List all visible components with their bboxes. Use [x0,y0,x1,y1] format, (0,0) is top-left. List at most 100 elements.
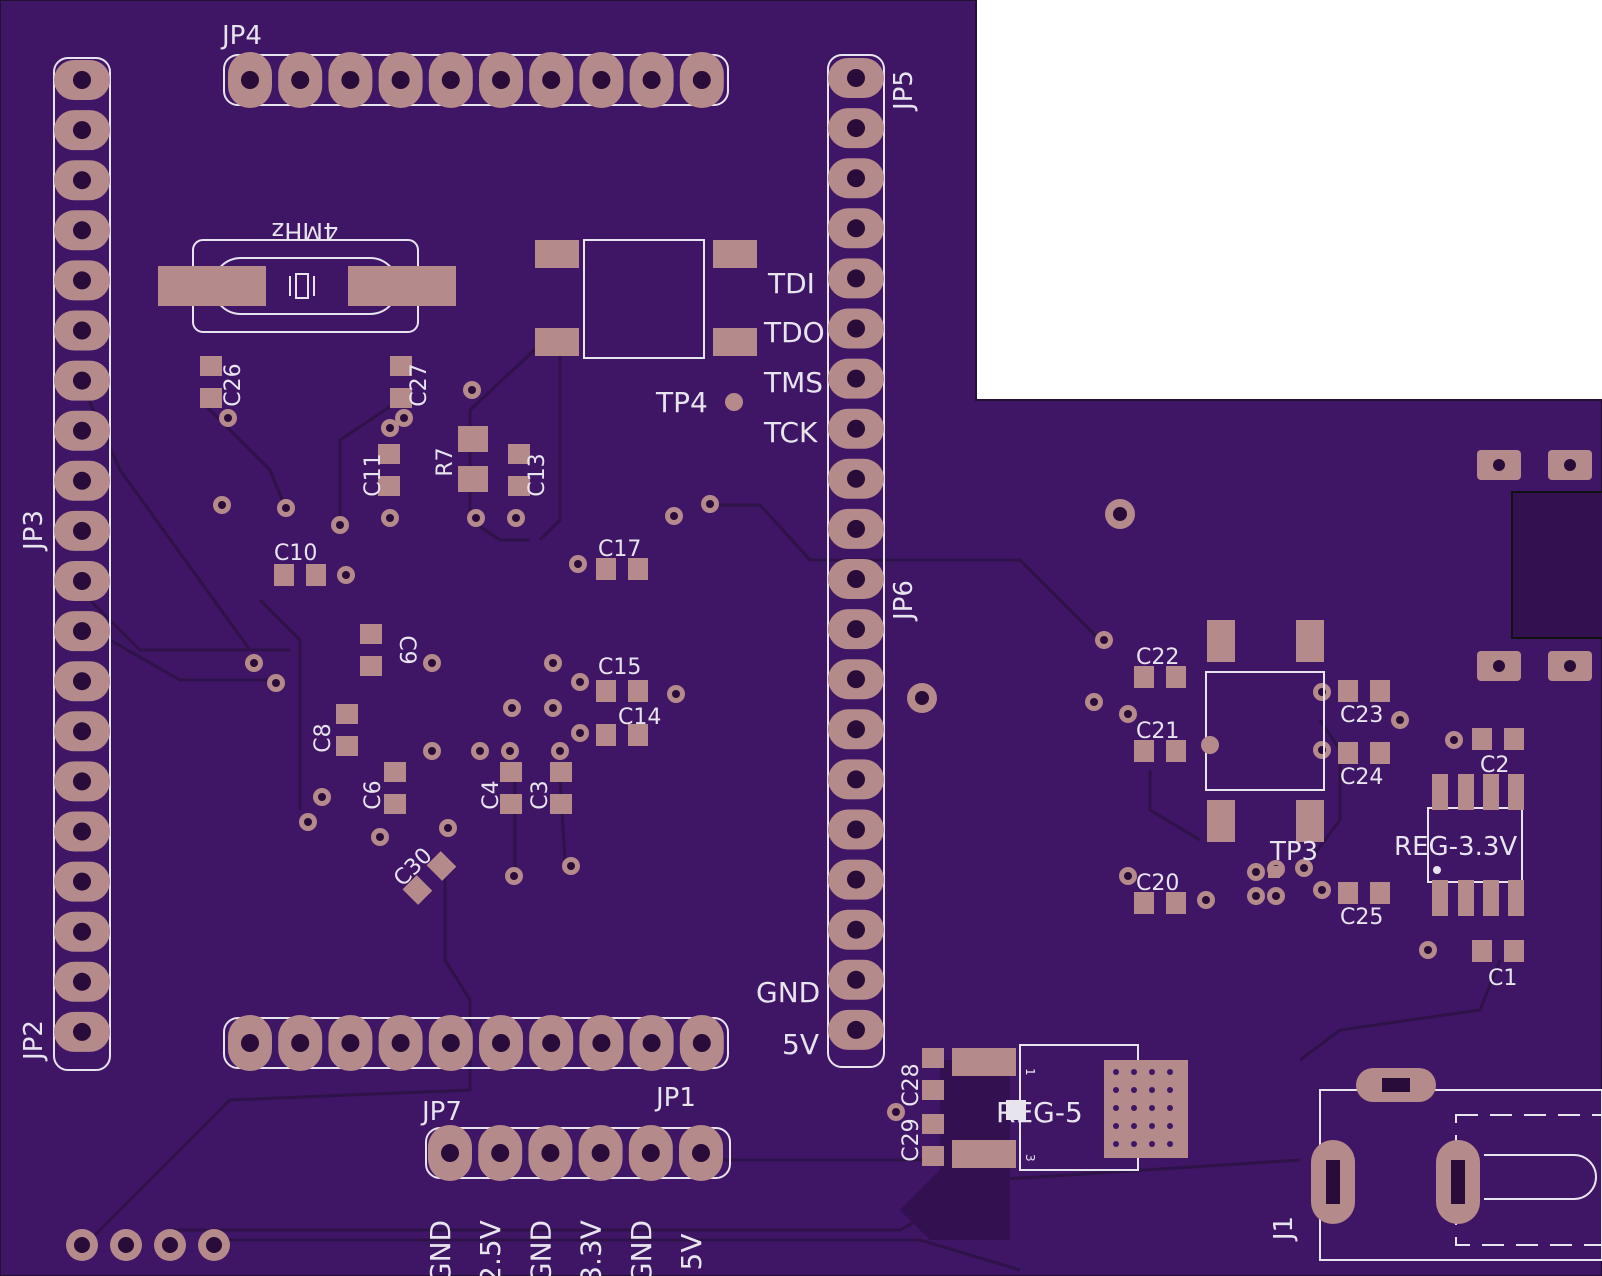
via [503,699,521,717]
label-jp1: JP1 [654,1083,696,1113]
via [1247,863,1265,881]
via [571,673,589,691]
via [1247,887,1265,905]
label-c10: C10 [274,541,317,566]
via [1313,881,1331,899]
label-c23: C23 [1340,703,1383,728]
through-hole-pad [628,1125,673,1181]
smd-capacitor-c30 [402,851,457,905]
through-hole-pad [828,859,884,900]
via [665,507,683,525]
header-jp2-jp3 [53,57,111,1071]
via [337,566,355,584]
label-c29: C29 [899,1118,924,1161]
label-tp4: TP4 [655,386,708,419]
jp7-pin-label: GND [424,1220,457,1276]
main-ic [1201,620,1325,842]
jp7-pin-label: 3.3V [575,1220,608,1276]
through-hole-pad [828,358,884,399]
through-hole-pad [54,611,110,652]
via [1295,859,1313,877]
through-hole-pad [54,160,110,201]
through-hole-pad [66,1229,98,1261]
through-hole-pad [629,1015,674,1071]
test-point-tp3 [1268,866,1280,878]
label-c20: C20 [1136,871,1179,896]
smd-capacitor [500,762,522,814]
through-hole-pad [629,52,674,108]
through-hole-pad [578,1125,623,1181]
label-jp6: JP6 [889,580,919,622]
via [544,699,562,717]
via [423,654,441,672]
via [395,409,413,427]
crystal-4mhz: 4MHz [158,217,456,333]
label-tms: TMS [763,366,823,399]
label-c3: C3 [528,780,553,809]
silkscreen-labels: JP4 JP1 JP7 JP3 JP2 JP5 JP6 J1 TDI TDO T… [19,21,1517,1242]
smd-capacitor [378,444,400,496]
smd-capacitor [596,680,648,702]
label-c22: C22 [1136,645,1179,670]
smd-capacitor [200,356,222,408]
through-hole-pad [54,360,110,401]
via [381,419,399,437]
label-c25: C25 [1340,905,1383,930]
label-c9: C9 [394,635,419,664]
header-jp4 [223,52,729,108]
through-hole-pad [54,410,110,451]
smd-capacitor [360,624,382,676]
through-hole-pad [54,1011,110,1052]
smd-pads [200,356,1524,1166]
via [267,674,285,692]
via [371,828,389,846]
label-c24: C24 [1340,765,1383,790]
through-hole-pad [828,559,884,599]
through-hole-pad [828,308,884,349]
via [331,516,349,534]
through-hole-pad [828,258,884,299]
smd-capacitor [390,356,412,408]
via [439,819,457,837]
via [1197,891,1215,909]
jp7-pin-label: 2.5V [474,1220,507,1276]
label-c4: C4 [479,780,504,809]
via [1085,693,1103,711]
smd-capacitor [596,558,648,580]
through-hole-pad [328,52,373,108]
through-hole-pad [54,210,110,251]
via [505,867,523,885]
regulator-3v3 [1427,774,1524,916]
via [381,509,399,527]
label-c21: C21 [1136,719,1179,744]
through-hole-pad [529,1015,574,1071]
label-c13: C13 [525,453,550,496]
through-hole-pad [428,1125,472,1181]
through-hole-pad [828,208,884,249]
resistor-r7 [458,426,488,492]
through-hole-pad [828,108,884,149]
label-tck: TCK [763,416,818,449]
smd-capacitor [1338,742,1390,764]
label-c6: C6 [361,780,386,809]
label-c28: C28 [899,1063,924,1106]
reg5-pin3: 3 [1023,1154,1037,1162]
header-jp7 [425,1125,731,1181]
via [1095,631,1113,649]
label-c11: C11 [361,453,386,496]
label-5v: 5V [782,1028,819,1061]
through-hole-pad [54,60,110,100]
header-jp1 [223,1015,729,1071]
label-j1: J1 [1269,1216,1299,1242]
jp7-pin-label: GND [524,1220,557,1276]
smd-capacitor [1338,882,1390,904]
via [423,742,441,760]
smd-capacitor [1134,892,1186,914]
label-tp3: TP3 [1269,837,1318,867]
label-jp4: JP4 [220,21,262,51]
through-hole-pad [54,861,110,902]
via [245,654,263,672]
label-c26: C26 [221,363,246,406]
through-hole-pad [528,1125,573,1181]
smd-capacitor [1134,740,1186,762]
